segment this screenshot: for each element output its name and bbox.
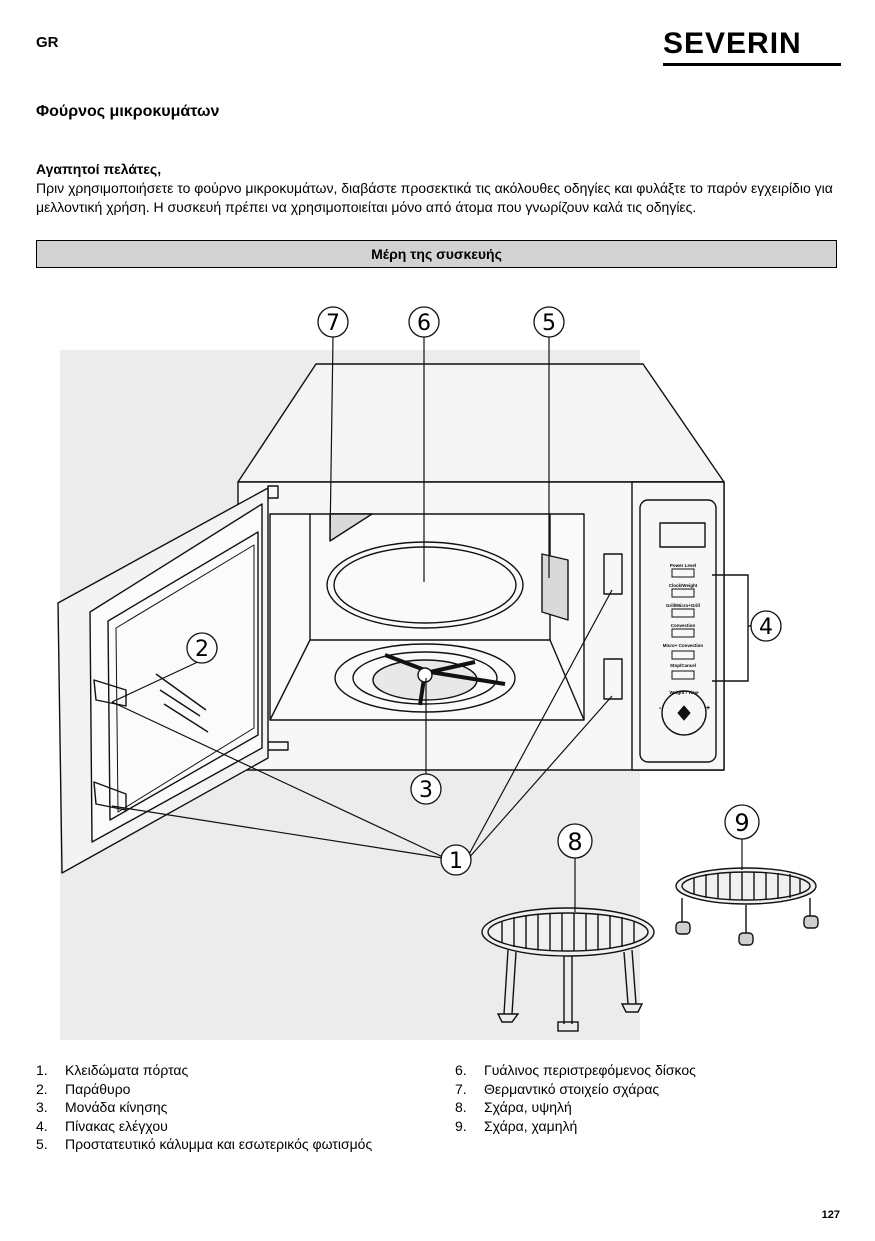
parts-list-left: 1.Κλειδώματα πόρτας 2.Παράθυρο 3.Μονάδα … [36, 1061, 372, 1154]
svg-text:3: 3 [419, 778, 433, 803]
door-latch-upper [93, 679, 127, 707]
oven-top-surface [237, 363, 725, 483]
callout-4: 4 [750, 610, 782, 642]
control-panel [631, 481, 725, 771]
glass-turntable [326, 541, 524, 629]
low-rack [675, 867, 819, 946]
high-rack [481, 907, 655, 1032]
svg-text:9: 9 [734, 809, 749, 837]
power-level-button [671, 568, 695, 578]
control-dial [661, 690, 707, 736]
callout-2: 2 [186, 632, 218, 664]
display-window [659, 522, 706, 548]
list-item: 8.Σχάρα, υψηλή [455, 1099, 572, 1115]
stop-cancel-button [671, 670, 695, 680]
callout-9: 9 [724, 804, 760, 840]
cavity-floor [269, 639, 585, 721]
logo-underline [663, 63, 841, 66]
grill-button [671, 608, 695, 618]
button-label-convection: Convection [671, 623, 696, 628]
language-code: GR [36, 34, 59, 51]
leader-lines [111, 336, 752, 912]
brand-name: SEVERIN [663, 27, 802, 60]
page-title: Φούρνος μικροκυμάτων [36, 103, 220, 120]
section-heading: Μέρη της συσκευής [36, 240, 837, 268]
dial-diamond-icon [677, 705, 691, 721]
convection-button [671, 628, 695, 638]
panel-bracket [712, 574, 749, 682]
micro-convection-button [671, 650, 695, 660]
button-label-power-level: Power Level [670, 563, 696, 568]
button-label-stop-cancel: Stop/Cancel [670, 663, 696, 668]
greeting: Αγαπητοί πελάτες, [36, 161, 162, 177]
latch-slot-upper [603, 553, 623, 595]
clock-weight-button [671, 588, 695, 598]
list-item: 5.Προστατευτικό κάλυμμα και εσωτερικός φ… [36, 1136, 373, 1152]
list-item: 6.Γυάλινος περιστρεφόμενος δίσκος [455, 1062, 696, 1078]
appliance-diagram: Power Level Clock/Weight Grill/Micro+Gri… [57, 306, 819, 1040]
button-label-grill: Grill/Micro+Grill [666, 603, 700, 608]
svg-text:6: 6 [417, 311, 431, 336]
parts-list-right: 6.Γυάλινος περιστρεφόμενος δίσκος 7.Θερμ… [455, 1061, 696, 1135]
svg-text:8: 8 [567, 828, 582, 856]
svg-text:4: 4 [759, 615, 773, 640]
latch-slot-lower [603, 658, 623, 700]
roller-ring [334, 643, 516, 713]
dial-plus: + [706, 705, 710, 712]
list-item: 3.Μονάδα κίνησης [36, 1099, 168, 1115]
page-number: 127 [821, 1209, 840, 1221]
callout-5: 5 [533, 306, 565, 338]
control-panel-inner [639, 499, 717, 763]
lamp-cover [541, 553, 569, 621]
intro-paragraph: Πριν χρησιμοποιήσετε το φούρνο μικροκυμά… [36, 180, 833, 215]
callout-3: 3 [410, 773, 442, 805]
callout-8: 8 [557, 823, 593, 859]
door-latch-lower [93, 781, 127, 811]
severin-logo: SEVERIN [663, 28, 841, 68]
dial-label: Weight / Time [669, 690, 699, 695]
svg-text:2: 2 [195, 637, 209, 662]
callout-7: 7 [317, 306, 349, 338]
list-item: 1.Κλειδώματα πόρτας [36, 1062, 189, 1078]
svg-text:1: 1 [449, 849, 463, 874]
list-item: 7.Θερμαντικό στοιχείο σχάρας [455, 1080, 660, 1097]
svg-text:5: 5 [542, 311, 556, 336]
button-label-clock-weight: Clock/Weight [669, 583, 698, 588]
list-item: 4.Πίνακας ελέγχου [36, 1117, 168, 1134]
button-label-micro-convection: Micro+ Convection [663, 643, 704, 648]
list-item: 9.Σχάρα, χαμηλή [455, 1117, 578, 1134]
callout-6: 6 [408, 306, 440, 338]
list-item: 2.Παράθυρο [36, 1080, 131, 1097]
dial-minus: - [659, 705, 662, 712]
callout-1: 1 [440, 844, 472, 876]
door-window [107, 531, 259, 821]
svg-text:7: 7 [326, 311, 340, 336]
